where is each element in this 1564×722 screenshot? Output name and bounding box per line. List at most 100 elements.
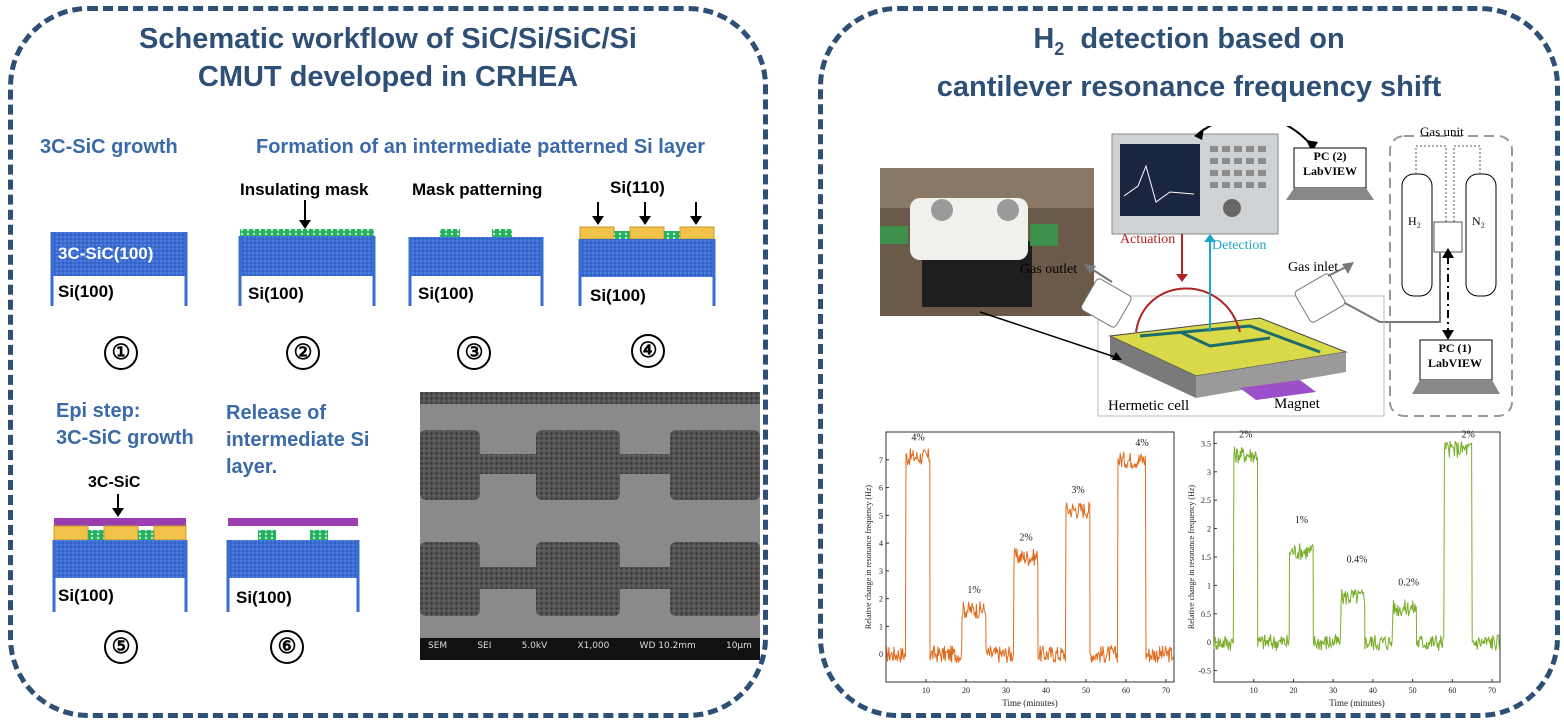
concentration-label: 0.4% [1347,555,1368,566]
epi-step-title: Epi step: 3C-SiC growth [56,398,194,452]
sem-info-2: 5.0kV [521,641,548,651]
series-line [885,448,1174,664]
x-tick-label: 50 [1409,686,1417,695]
pc1-line2: LabVIEW [1427,356,1483,370]
y-axis-label: Relative change in resonance frequency (… [864,485,873,629]
sem-image: SEM SEI 5.0kV X1,000 WD 10.2mm 10μm [420,392,760,660]
si110-label: Si(110) [610,178,665,197]
plot-frame [885,431,1175,683]
y-tick-label: 0.5 [1201,610,1211,619]
sem-info-4: WD 10.2mm [639,641,696,651]
series-line [1213,440,1500,652]
y-tick-label: 0 [879,650,883,659]
step-number-2: ② [286,336,320,370]
left-title-line2: CMUT developed in CRHEA [197,61,579,93]
h-subscript: 2 [1054,38,1065,59]
step5-diagram [52,494,188,612]
sic-layer-label: 3C-SiC [88,474,141,491]
release-title: Release of intermediate Si layer. [226,400,369,481]
si100-label-5: Si(100) [58,586,114,605]
pc2-line2: LabVIEW [1302,164,1358,178]
step1-title: 3C-SiC growth [40,136,178,158]
plot-frame [1213,431,1501,683]
y-tick-label: 6 [879,484,883,493]
step-number-3: ③ [457,336,491,370]
x-tick-label: 20 [962,686,970,695]
step2-diagram [238,200,376,306]
y-tick-label: 5 [879,511,883,520]
si100-label-3: Si(100) [418,284,474,303]
h2-label: H₂ [1408,214,1421,228]
gas-unit-label: Gas unit [1420,124,1464,139]
y-tick-label: -0.5 [1198,667,1211,676]
left-title: Schematic workflow of SiC/Si/SiC/Si CMUT… [20,20,756,96]
si100-label-2: Si(100) [248,284,304,303]
release-line3: layer. [226,456,278,478]
title-rest: detection based on [1064,23,1345,55]
concentration-label: 2% [1239,430,1252,441]
pc1-line1: PC (1) [1438,341,1472,355]
left-title-line1: Schematic workflow of SiC/Si/SiC/Si [139,23,637,55]
right-title-line1: H2 detection based on [830,20,1548,68]
x-tick-label: 40 [1369,686,1377,695]
formation-title: Formation of an intermediate patterned S… [256,136,705,158]
pc2-line1: PC (2) [1313,149,1347,163]
si100-label-6: Si(100) [236,588,292,607]
x-tick-label: 10 [922,686,930,695]
right-panel [818,6,1560,718]
gas-outlet-label: Gas outlet [1020,262,1078,277]
x-axis-label: Time (minutes) [1329,698,1384,708]
x-tick-label: 30 [1329,686,1337,695]
step3-diagram [408,229,544,306]
epi-line1: Epi step: [56,400,141,422]
step4-diagram [578,202,716,306]
cmut-schematic [50,200,716,612]
sem-pattern [420,392,760,660]
step6-diagram [226,518,360,612]
sem-info-1: SEI [477,641,492,651]
x-tick-label: 70 [1488,686,1496,695]
actuation-label: Actuation [1120,232,1176,247]
concentration-label: 0.2% [1398,577,1419,588]
concentration-label: 2% [1019,532,1032,543]
step-number-6: ⑥ [270,630,304,664]
x-tick-label: 30 [1002,686,1010,695]
x-tick-label: 40 [1042,686,1050,695]
concentration-label: 1% [967,585,980,596]
y-tick-label: 2 [879,595,883,604]
mask-patterning-label: Mask patterning [412,180,543,199]
step1-diagram [50,232,188,306]
sem-info-5: 10μm [725,641,752,651]
release-line1: Release of [226,402,327,424]
sem-info-0: SEM [428,641,448,651]
x-tick-label: 60 [1122,686,1130,695]
x-axis-label: Time (minutes) [1002,698,1057,708]
concentration-label: 1% [1295,515,1308,526]
y-tick-label: 1.5 [1201,553,1211,562]
si100-label-4: Si(100) [590,286,646,305]
right-title: H2 detection based on cantilever resonan… [830,20,1548,106]
y-tick-label: 0 [1207,638,1211,647]
x-tick-label: 20 [1289,686,1297,695]
concentration-label: 3% [1071,485,1084,496]
release-line2: intermediate Si [226,429,370,451]
step-number-1: ① [104,336,138,370]
y-tick-label: 4 [879,539,883,548]
step-number-4: ④ [631,334,665,368]
sic100-label: 3C-SiC(100) [58,244,154,263]
y-tick-label: 1 [879,622,883,631]
pc2-label: PC (2) LabVIEW [1300,149,1360,179]
left-panel [8,6,768,718]
x-tick-label: 10 [1250,686,1258,695]
concentration-label: 4% [1135,438,1148,449]
x-tick-label: 50 [1082,686,1090,695]
y-tick-label: 2.5 [1201,496,1211,505]
x-tick-label: 70 [1162,686,1170,695]
step-number-5: ⑤ [104,630,138,664]
n2-label: N₂ [1472,214,1485,228]
detection-label: Detection [1212,238,1267,253]
y-tick-label: 1 [1207,581,1211,590]
gas-inlet-label: Gas inlet [1288,260,1339,275]
